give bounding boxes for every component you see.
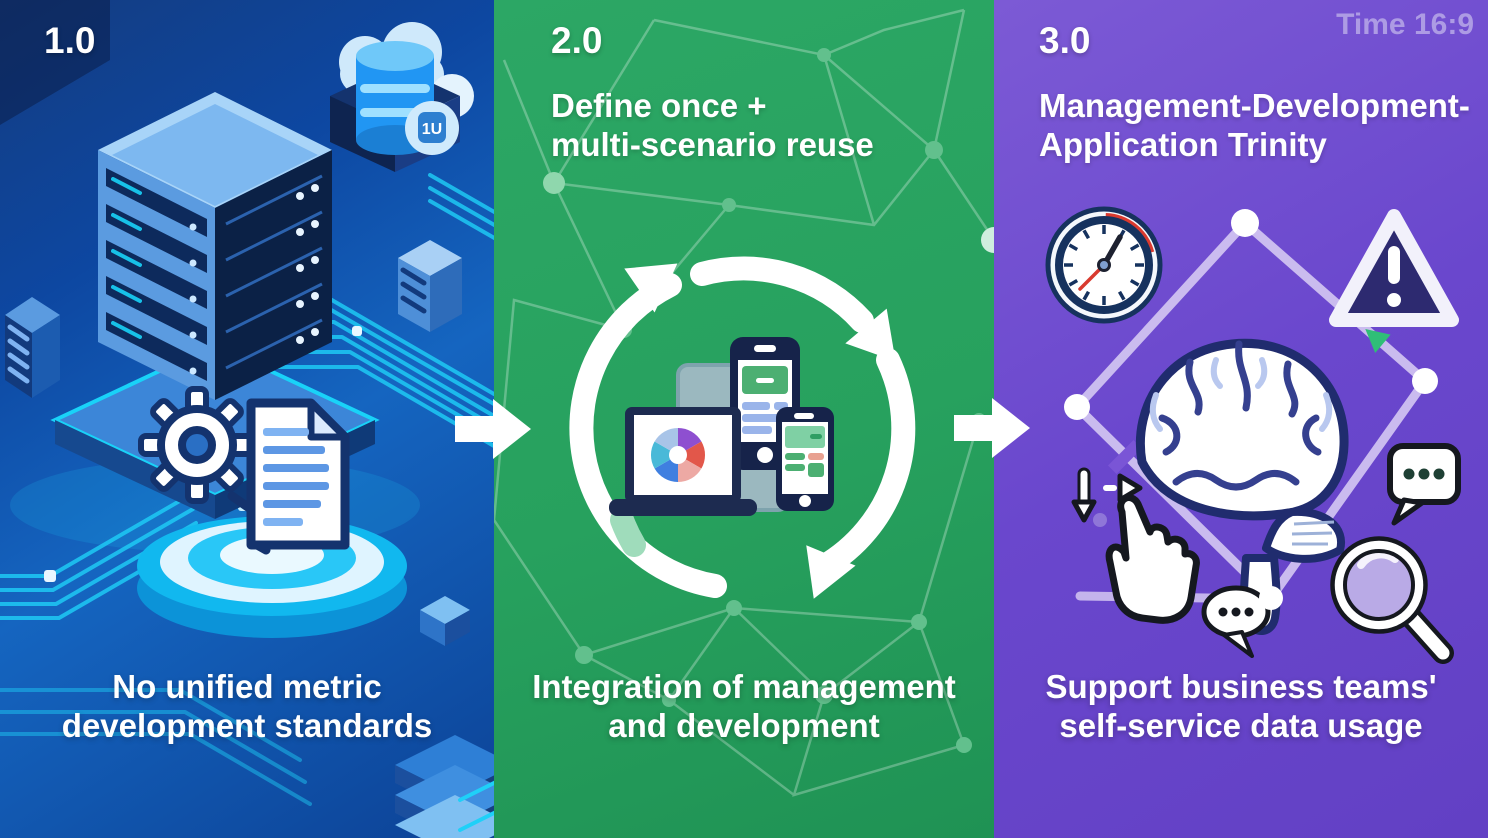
deco-box-icon xyxy=(420,596,470,646)
pie-chart-icon xyxy=(650,427,706,483)
subtitle-line-1: Management-Development- xyxy=(1039,87,1470,124)
stage-subtitle: Management-Development- Application Trin… xyxy=(1039,86,1470,164)
ring-accent xyxy=(610,508,646,557)
brain-icon xyxy=(1136,338,1349,635)
chat-dots-icon xyxy=(1201,585,1271,658)
diamond-node xyxy=(1064,209,1438,610)
caption-line-2: development standards xyxy=(61,707,433,744)
gear-icon xyxy=(138,386,256,504)
caption-line-2: and development xyxy=(608,707,880,744)
trinity-illustration xyxy=(1045,206,1461,664)
caption-line-1: No unified metric xyxy=(112,668,382,705)
data-center-illustration: 1U xyxy=(0,0,494,838)
laptop-pie-chart-icon xyxy=(609,407,757,516)
stage-caption: Integration of management and developmen… xyxy=(494,667,994,745)
panel-stage-3: 3.0 Management-Development- Application … xyxy=(994,0,1488,838)
data-stack-icon xyxy=(395,735,494,838)
clock-icon xyxy=(1045,206,1163,324)
caption-line-1: Support business teams' xyxy=(1045,668,1437,705)
network-node xyxy=(543,48,994,753)
warning-triangle-icon xyxy=(1329,209,1459,327)
stage-version: 2.0 xyxy=(551,20,603,61)
server-rack-icon xyxy=(10,92,420,553)
database-cloud-icon: 1U xyxy=(330,22,474,172)
caption-line-1: Integration of management xyxy=(532,668,956,705)
document-icon xyxy=(246,398,350,550)
stage-version: 1.0 xyxy=(44,20,96,61)
stage-caption: No unified metric development standards xyxy=(0,667,494,745)
cycle-illustration xyxy=(494,8,994,797)
speech-bubble-icon xyxy=(1387,443,1461,526)
caption-line-2: self-service data usage xyxy=(1059,707,1423,744)
stage-subtitle: Define once + multi-scenario reuse xyxy=(551,86,874,164)
server-unit-badge: 1U xyxy=(422,121,442,138)
small-server-icon xyxy=(5,297,60,398)
subtitle-line-2: multi-scenario reuse xyxy=(551,126,874,163)
subtitle-line-1: Define once + xyxy=(551,87,767,124)
background-shade xyxy=(0,0,110,125)
panel-stage-2: 2.0 Define once + multi-scenario reuse I… xyxy=(494,0,994,838)
subtitle-line-2: Application Trinity xyxy=(1039,126,1327,163)
hand-cursor-icon xyxy=(1071,467,1200,624)
magnifier-icon xyxy=(1330,536,1454,664)
stage-caption: Support business teams' self-service dat… xyxy=(994,667,1488,745)
small-server-icon xyxy=(398,240,462,332)
green-mark-icon xyxy=(1365,329,1391,353)
panel-stage-1: 1U xyxy=(0,0,494,838)
right-arrow-icon xyxy=(954,398,1030,458)
right-arrow-icon xyxy=(455,399,531,459)
smartphone-icon xyxy=(776,407,834,511)
edge-notch xyxy=(1108,440,1142,474)
watermark-label: Time 16:9 xyxy=(1336,8,1474,41)
stage-version: 3.0 xyxy=(1039,20,1091,61)
cycle-arrows-icon xyxy=(569,256,916,599)
